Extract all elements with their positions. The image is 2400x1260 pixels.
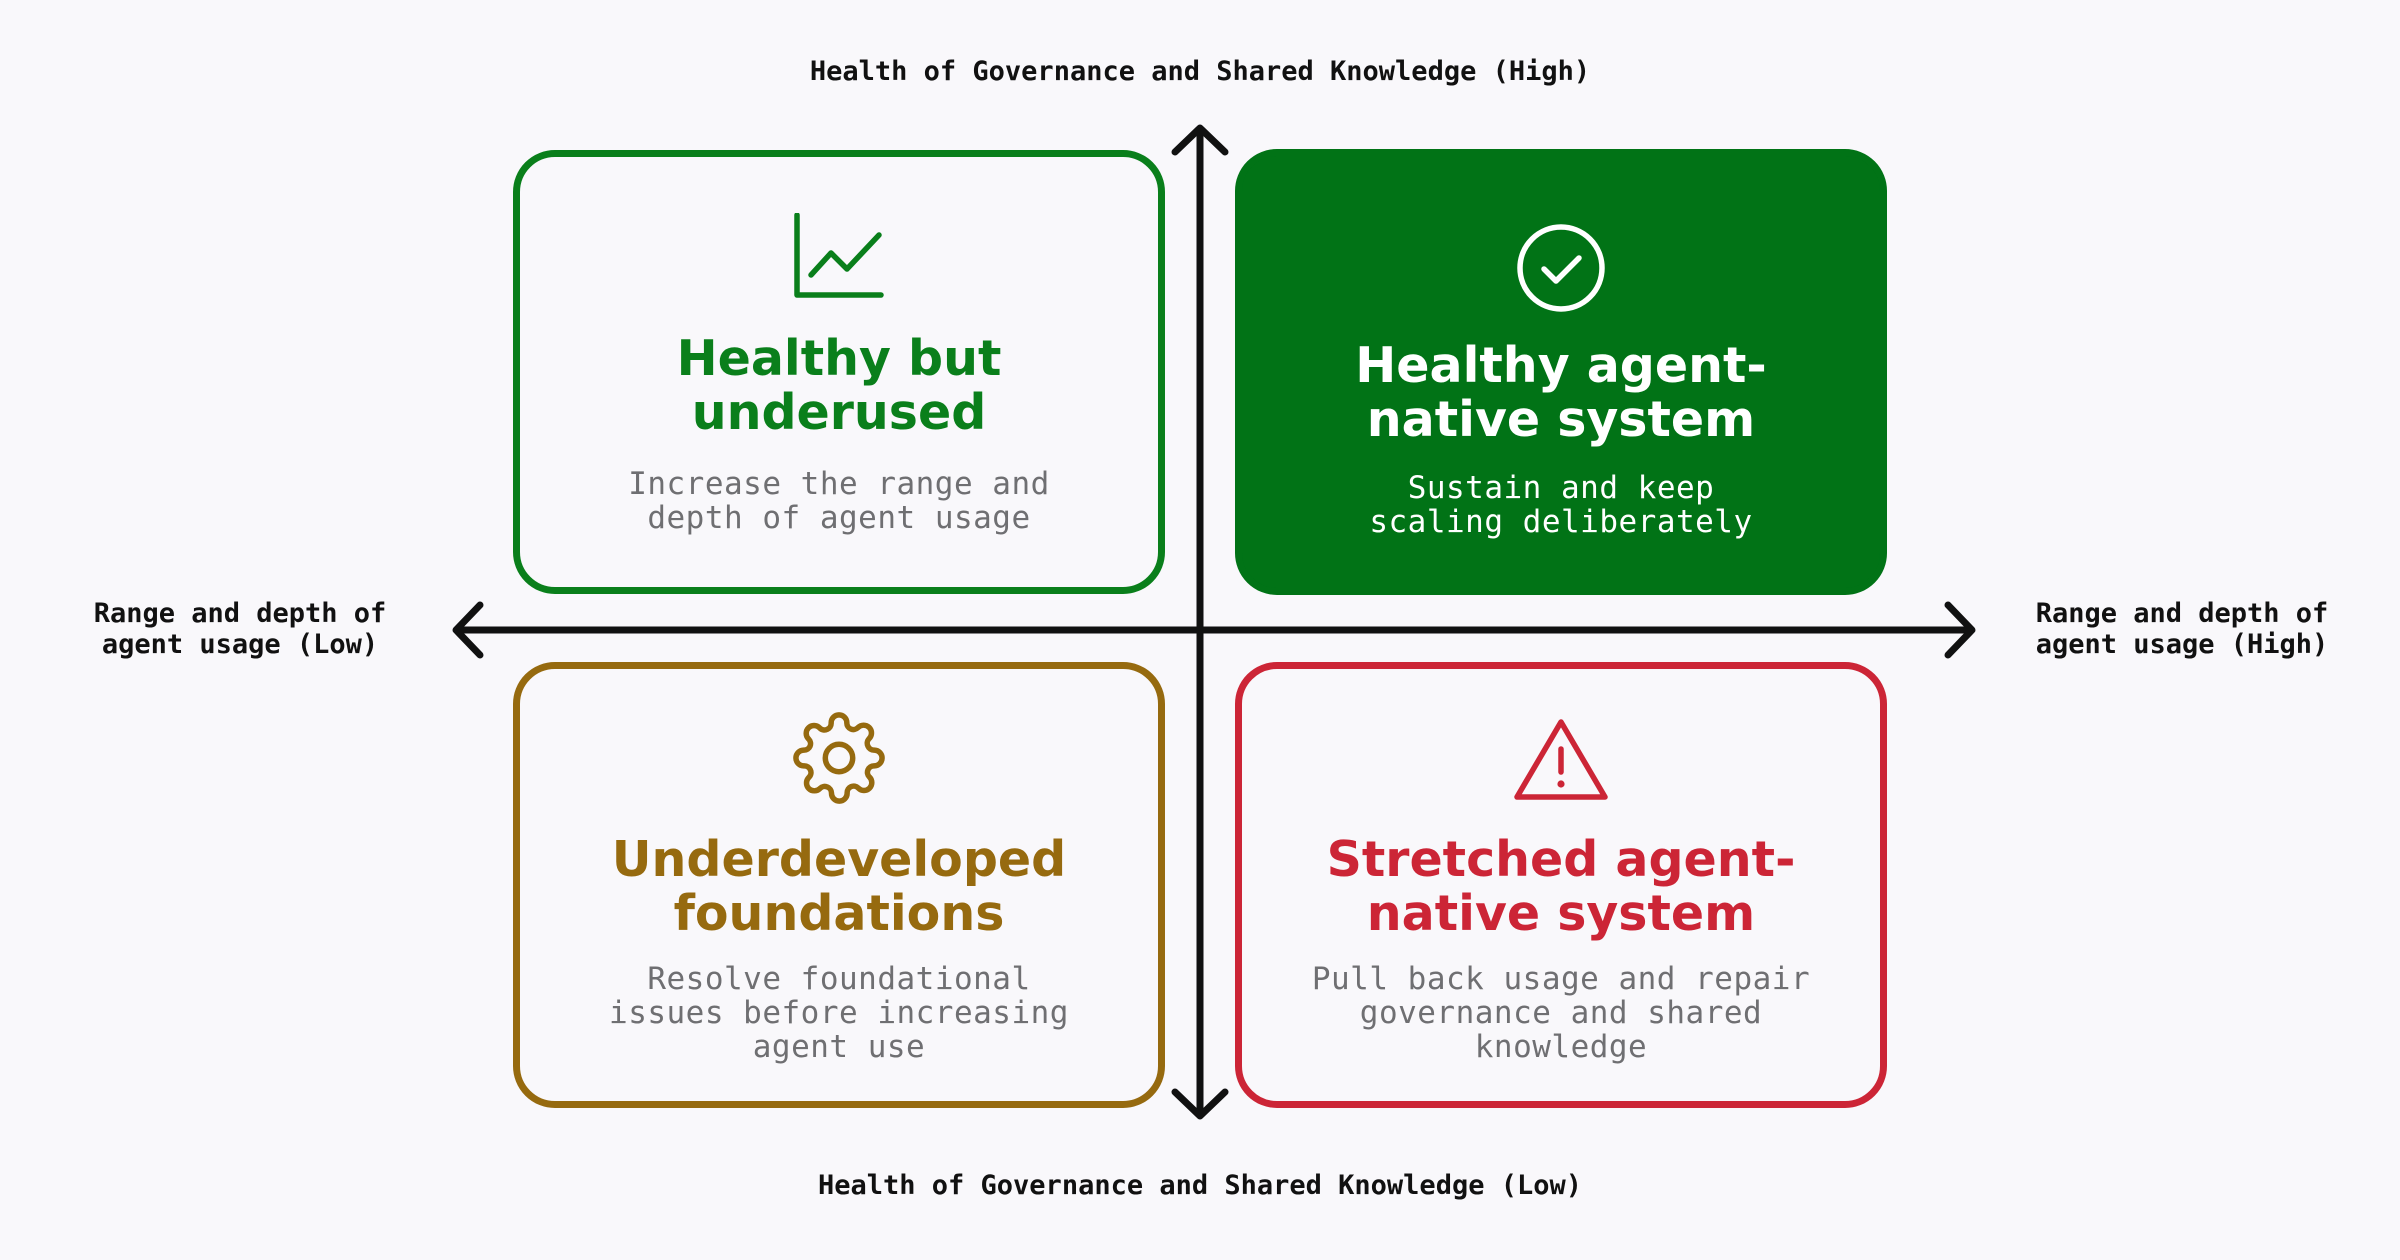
line-chart-icon xyxy=(793,212,885,304)
quadrant-title: Underdeveloped foundations xyxy=(611,831,1067,942)
warning-triangle-icon xyxy=(1513,717,1609,808)
y-axis-low-label: Health of Governance and Shared Knowledg… xyxy=(817,1170,1582,1201)
y-axis-bottom-arrow xyxy=(1171,1088,1229,1120)
quadrant-description: Increase the range and depth of agent us… xyxy=(628,466,1050,536)
quadrant-description: Pull back usage and repair governance an… xyxy=(1311,961,1811,1065)
quadrant-description: Resolve foundational issues before incre… xyxy=(609,961,1069,1065)
quadrant-healthy-underused: Healthy but underused Increase the range… xyxy=(513,150,1165,594)
quadrant-stretched-agent-native: Stretched agent- native system Pull back… xyxy=(1235,662,1887,1108)
quadrant-title: Healthy but underused xyxy=(676,330,1002,441)
y-axis-high-label: Health of Governance and Shared Knowledg… xyxy=(809,56,1591,87)
quadrant-healthy-agent-native: Healthy agent- native system Sustain and… xyxy=(1235,149,1887,595)
quadrant-underdeveloped-foundations: Underdeveloped foundations Resolve found… xyxy=(513,662,1165,1108)
quadrant-title: Stretched agent- native system xyxy=(1326,831,1796,942)
x-axis-left-arrow xyxy=(452,601,484,659)
x-axis-right-arrow xyxy=(1944,601,1976,659)
y-axis-top-arrow xyxy=(1171,124,1229,156)
x-axis-high-label: Range and depth of agent usage (High) xyxy=(2035,598,2329,660)
quadrant-description: Sustain and keep scaling deliberately xyxy=(1369,470,1753,540)
check-circle-icon xyxy=(1515,222,1607,319)
x-axis-low-label: Range and depth of agent usage (Low) xyxy=(93,598,387,660)
gear-icon xyxy=(792,711,886,810)
quadrant-title: Healthy agent- native system xyxy=(1355,337,1767,448)
